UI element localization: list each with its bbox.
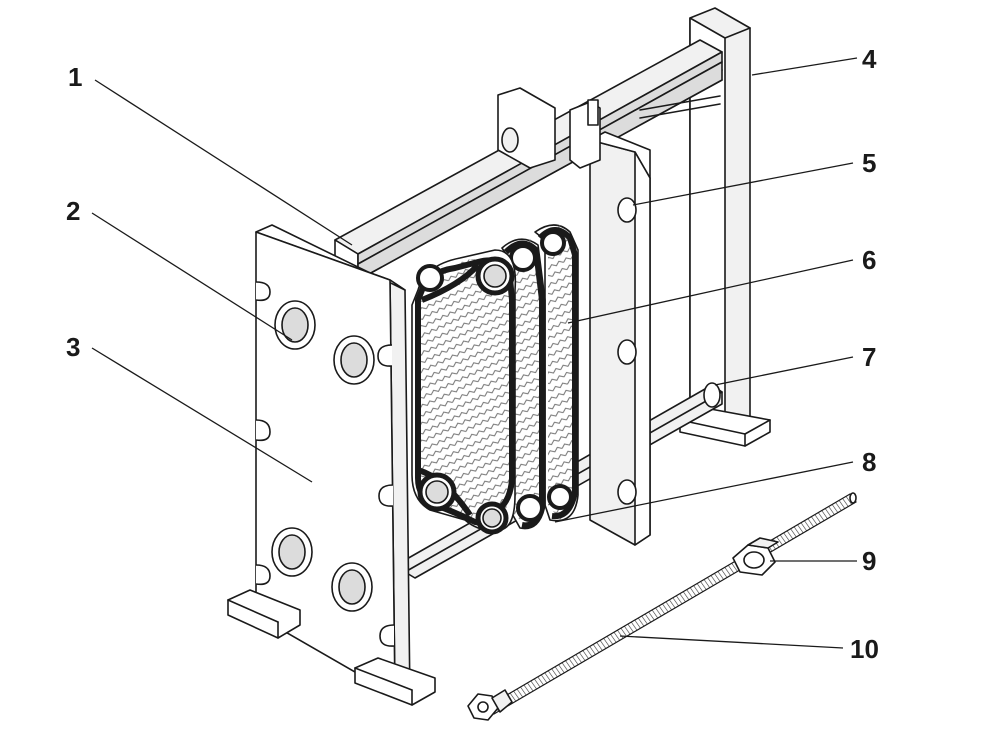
- leader-line-10: [619, 635, 844, 649]
- callout-2: 2: [66, 196, 80, 226]
- leader-line-7: [714, 356, 854, 386]
- callout-3: 3: [66, 332, 80, 362]
- leader-line-6: [567, 259, 854, 324]
- rear-bracket: [497, 87, 556, 169]
- frame-plate: [227, 224, 436, 706]
- plate-pack: [411, 224, 579, 535]
- callout-labels: 1 2 3 4 5 6 7 8 9 10: [66, 44, 879, 664]
- leader-lines: [91, 57, 858, 649]
- callout-7: 7: [862, 342, 876, 372]
- callout-9: 9: [862, 546, 876, 576]
- leader-line-5: [632, 162, 854, 206]
- bolt-nut: [732, 537, 779, 576]
- callout-5: 5: [862, 148, 876, 178]
- pressure-plate: [569, 99, 651, 546]
- callout-1: 1: [68, 62, 82, 92]
- leader-line-2: [91, 212, 293, 341]
- leader-line-3: [91, 347, 313, 483]
- callout-4: 4: [862, 44, 877, 74]
- leader-line-4: [751, 57, 858, 76]
- support-column: [679, 7, 771, 447]
- leader-line-8: [554, 461, 854, 523]
- leader-line-1: [94, 79, 353, 246]
- callout-6: 6: [862, 245, 876, 275]
- callout-10: 10: [850, 634, 879, 664]
- callout-8: 8: [862, 447, 876, 477]
